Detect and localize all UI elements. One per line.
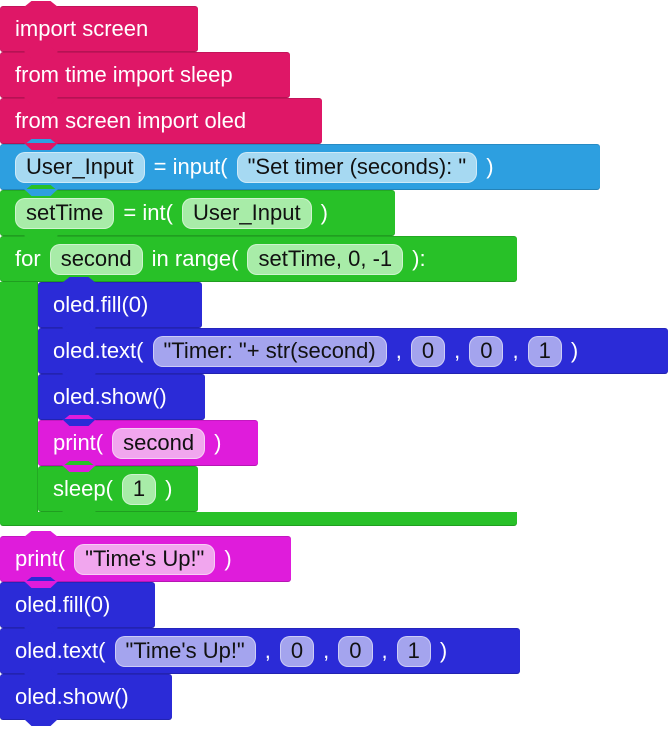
color-field[interactable]: 1: [527, 335, 562, 367]
comma-text: ,: [323, 638, 330, 663]
variable-name-field[interactable]: User_Input: [15, 151, 145, 183]
close-paren-text: ): [570, 338, 579, 363]
block-label: oled.fill(0): [15, 592, 111, 617]
close-paren-text: ): [214, 430, 222, 455]
for-loop-spine: [0, 282, 38, 512]
block-oled-text-done[interactable]: oled.text( "Time's Up!" , 0 , 0 , 1 ): [0, 628, 520, 674]
program-stack: import screen from time import sleep fro…: [0, 6, 672, 720]
block-label: from time import sleep: [15, 62, 233, 87]
y-coord-field[interactable]: 0: [469, 335, 504, 367]
print-arg-field[interactable]: "Time's Up!": [74, 543, 216, 575]
variable-name-field[interactable]: setTime: [15, 197, 115, 229]
for-keyword-text: for: [15, 246, 41, 271]
comma-text: ,: [395, 338, 402, 363]
block-label: oled.show(): [15, 684, 129, 709]
block-label: oled.show(): [53, 384, 167, 409]
block-label: oled.fill(0): [53, 292, 149, 317]
comma-text: ,: [454, 338, 461, 363]
loop-variable-field[interactable]: second: [49, 243, 143, 275]
block-from-screen-import-oled[interactable]: from screen import oled: [0, 98, 322, 144]
close-colon-text: ):: [412, 246, 426, 271]
operator-text: = input(: [153, 154, 228, 179]
operator-text: = int(: [123, 200, 173, 225]
for-loop-bottom-bar[interactable]: [0, 512, 517, 526]
int-arg-field[interactable]: User_Input: [181, 197, 312, 229]
close-paren-text: ): [165, 476, 173, 501]
function-name-text: oled.text(: [15, 638, 106, 663]
color-field[interactable]: 1: [396, 635, 431, 667]
close-paren-text: ): [320, 200, 328, 225]
block-print-second[interactable]: print( second ): [38, 420, 258, 466]
block-import-screen[interactable]: import screen: [0, 6, 198, 52]
close-paren-text: ): [486, 154, 494, 179]
block-oled-text-loop[interactable]: oled.text( "Timer: "+ str(second) , 0 , …: [38, 328, 668, 374]
sleep-seconds-field[interactable]: 1: [121, 473, 157, 505]
block-oled-show-done[interactable]: oled.show(): [0, 674, 172, 720]
for-loop-body: oled.fill(0) oled.text( "Timer: "+ str(s…: [0, 282, 668, 512]
close-paren-text: ): [224, 546, 232, 571]
prompt-string-field[interactable]: "Set timer (seconds): ": [236, 151, 478, 183]
block-sleep[interactable]: sleep( 1 ): [38, 466, 198, 512]
range-args-field[interactable]: setTime, 0, -1: [247, 243, 404, 275]
block-oled-fill-done[interactable]: oled.fill(0): [0, 582, 155, 628]
block-from-time-import-sleep[interactable]: from time import sleep: [0, 52, 290, 98]
for-loop-header[interactable]: for second in range( setTime, 0, -1 ):: [0, 236, 517, 282]
function-name-text: oled.text(: [53, 338, 144, 363]
comma-text: ,: [512, 338, 519, 363]
function-name-text: sleep(: [53, 476, 113, 501]
block-settime-assignment[interactable]: setTime = int( User_Input ): [0, 190, 395, 236]
block-oled-show-loop[interactable]: oled.show(): [38, 374, 205, 420]
for-loop-inner-stack: oled.fill(0) oled.text( "Timer: "+ str(s…: [38, 282, 668, 512]
comma-text: ,: [381, 638, 388, 663]
close-paren-text: ): [439, 638, 448, 663]
comma-text: ,: [264, 638, 271, 663]
x-coord-field[interactable]: 0: [410, 335, 446, 367]
y-coord-field[interactable]: 0: [338, 635, 373, 667]
text-string-field[interactable]: "Timer: "+ str(second): [152, 335, 387, 367]
block-oled-fill-loop[interactable]: oled.fill(0): [38, 282, 202, 328]
function-name-text: print(: [53, 430, 104, 455]
text-string-field[interactable]: "Time's Up!": [114, 635, 256, 667]
function-name-text: print(: [15, 546, 66, 571]
block-print-times-up[interactable]: print( "Time's Up!" ): [0, 536, 291, 582]
block-label: import screen: [15, 16, 149, 41]
in-range-text: in range(: [151, 246, 239, 271]
x-coord-field[interactable]: 0: [279, 635, 315, 667]
block-label: from screen import oled: [15, 108, 247, 133]
block-for-loop[interactable]: for second in range( setTime, 0, -1 ): o…: [0, 236, 668, 526]
block-user-input-assignment[interactable]: User_Input = input( "Set timer (seconds)…: [0, 144, 600, 190]
print-arg-field[interactable]: second: [112, 427, 206, 459]
